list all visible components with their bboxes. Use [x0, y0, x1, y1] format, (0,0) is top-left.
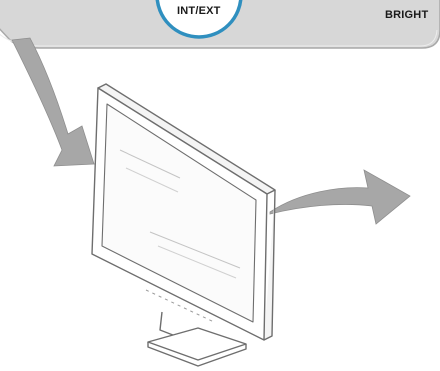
curved-arrow-right-icon — [270, 170, 410, 224]
monitor-illustration — [92, 84, 275, 366]
bright-label: BRIGHT — [385, 9, 428, 21]
int-ext-label: INT/EXT — [177, 5, 221, 17]
curved-arrow-down-icon — [12, 38, 94, 166]
